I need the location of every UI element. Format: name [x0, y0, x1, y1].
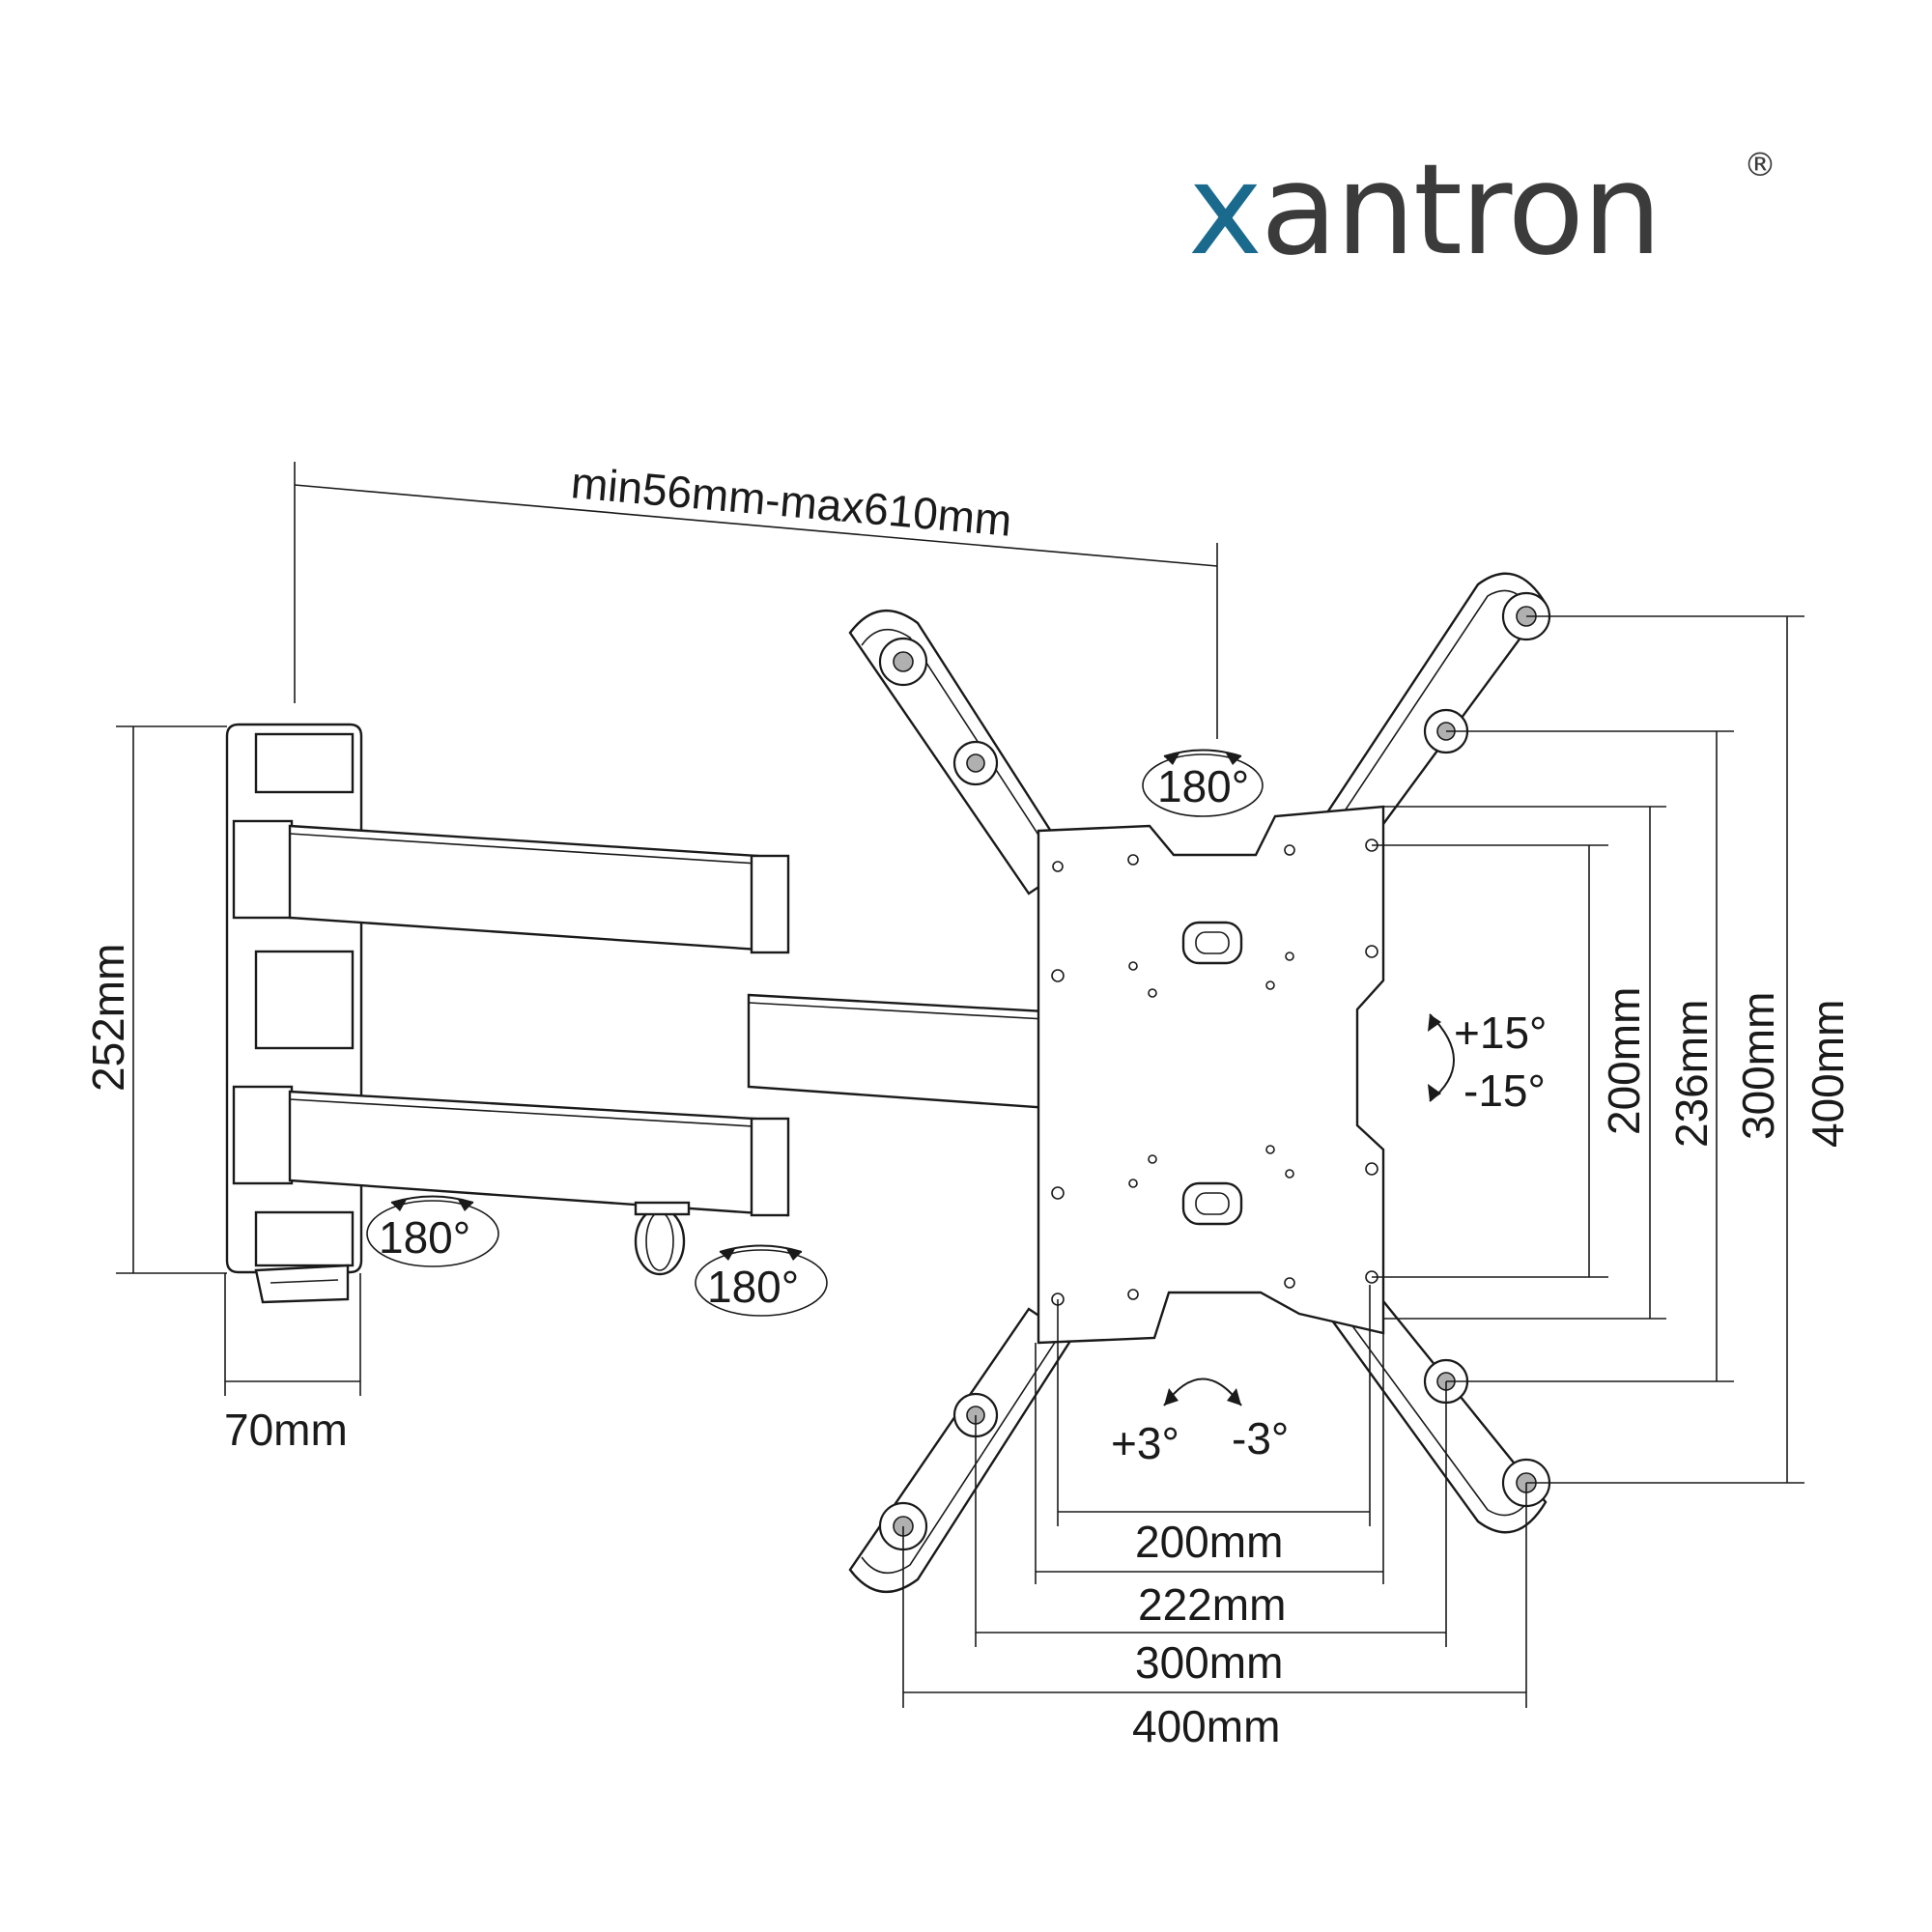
vesa-vertical-236: 236mm: [1666, 1000, 1717, 1148]
vesa-vertical-300: 300mm: [1733, 992, 1783, 1140]
vesa-horizontal-300: 300mm: [1135, 1637, 1283, 1688]
vesa-horizontal-222: 222mm: [1138, 1579, 1286, 1630]
swivel-indicators: 180° 180° 180° +15° -15° +3° -3°: [366, 749, 1547, 1468]
wall-plate-height-dimension: 252mm: [83, 725, 227, 1274]
vesa-horizontal-400: 400mm: [1132, 1701, 1280, 1751]
vesa-horizontal-200: 200mm: [1135, 1517, 1283, 1567]
wall-plate-width-dimension: 70mm: [224, 1273, 361, 1455]
articulating-arms: [288, 824, 1065, 1276]
wall-plate-height-label: 252mm: [83, 944, 133, 1092]
tilt-down-label: -15°: [1463, 1065, 1546, 1116]
logo-initial: x: [1188, 136, 1261, 283]
wall-plate: [225, 723, 363, 1304]
vesa-horizontal-dimensions: 200mm 222mm 300mm 400mm: [902, 1285, 1527, 1751]
rotate-positive-label: +3°: [1111, 1418, 1179, 1468]
rotate-negative-label: -3°: [1232, 1413, 1289, 1463]
vesa-vertical-400: 400mm: [1803, 1000, 1853, 1148]
arm-swivel-label: 180°: [707, 1262, 799, 1312]
tv-mounting-plate: [1037, 805, 1385, 1345]
tilt-up-label: +15°: [1454, 1008, 1547, 1058]
svg-text:xantron: xantron: [1188, 136, 1660, 283]
arm-extension-label: min56mm-max610mm: [569, 457, 1013, 546]
wall-swivel-label: 180°: [379, 1212, 470, 1263]
logo-rest: antron: [1261, 136, 1661, 283]
top-swivel-label: 180°: [1157, 761, 1249, 811]
vesa-vertical-200: 200mm: [1599, 987, 1649, 1135]
arm-extension-dimension: min56mm-max610mm: [294, 457, 1218, 739]
vesa-vertical-dimensions: 200mm 236mm 300mm 400mm: [1372, 615, 1853, 1484]
brand-logo: xantron ®: [1188, 136, 1776, 283]
wall-plate-width-label: 70mm: [224, 1405, 348, 1455]
registered-mark: ®: [1744, 146, 1776, 185]
